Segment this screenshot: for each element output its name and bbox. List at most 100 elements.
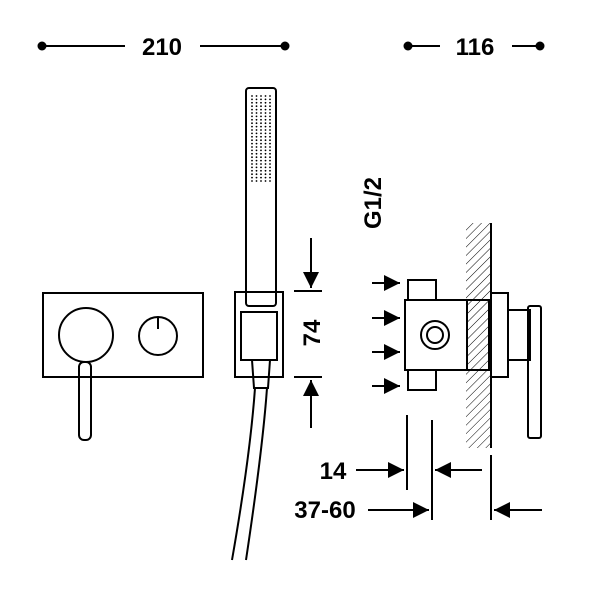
spray-nozzle-dot [269, 146, 271, 148]
spray-nozzle-dot [255, 169, 258, 172]
spray-nozzle-dot [269, 115, 271, 118]
spray-nozzle-dot [269, 142, 271, 145]
mixer-lever-knob [58, 307, 114, 363]
spray-nozzle-dot [255, 176, 258, 179]
spray-nozzle-dot [264, 176, 267, 179]
spray-nozzle-dot [264, 112, 267, 114]
spray-nozzle-dot [260, 122, 262, 125]
handshower-body [245, 87, 277, 307]
dimension-37-60: 37-60 [294, 455, 542, 524]
spray-nozzle-dot [260, 142, 262, 145]
handshower-holder-plate [234, 291, 284, 378]
spray-nozzle-dot [269, 149, 271, 152]
spray-nozzle-dot [264, 180, 267, 182]
spray-nozzle-dot [269, 125, 271, 128]
spray-nozzle-dot [264, 125, 267, 128]
spray-nozzle-dot [251, 135, 253, 138]
spray-nozzle-dot [260, 125, 262, 128]
shower-hose [231, 387, 268, 561]
spray-nozzle-dot [251, 180, 253, 182]
mixer-plate [42, 292, 204, 378]
spray-nozzle-dot [269, 180, 271, 182]
spray-nozzle-dot [269, 118, 271, 121]
spray-nozzle-dot [260, 176, 262, 179]
spray-nozzle-dot [255, 112, 258, 114]
spray-nozzle-dot [269, 176, 271, 179]
spray-nozzle-dot [251, 156, 253, 159]
valve-cartridge-outer [420, 320, 450, 350]
spray-nozzle-dot [251, 95, 253, 97]
spray-nozzle-dot [251, 176, 253, 179]
spray-nozzle-dot [251, 98, 253, 101]
spray-nozzle-dot [264, 146, 267, 148]
spray-nozzle-dot [260, 108, 262, 111]
dimension-74: 74 [294, 238, 326, 428]
diverter-knob [138, 316, 178, 356]
spray-nozzle-dot [255, 163, 258, 165]
spray-nozzle-dot [255, 152, 258, 155]
spray-nozzle-dot [255, 173, 258, 176]
wall-section [466, 223, 491, 448]
spray-nozzle-dot [264, 159, 267, 162]
dimension-label-210: 210 [142, 34, 182, 61]
spray-nozzle-dot [269, 132, 271, 135]
spray-nozzle-dot [260, 156, 262, 159]
spray-nozzle-dot [255, 125, 258, 128]
spray-nozzle-dot [260, 173, 262, 176]
spray-nozzle-dot [255, 118, 258, 121]
spray-nozzle-dot [260, 95, 262, 97]
spray-nozzle-dot [251, 146, 253, 148]
spray-nozzle-dot [251, 125, 253, 128]
spray-nozzle-dot [260, 98, 262, 101]
spray-nozzle-dot [251, 159, 253, 162]
spray-nozzle-dot [269, 105, 271, 108]
handshower-hose-connector [250, 359, 272, 389]
spray-nozzle-dot [251, 166, 253, 169]
side-plate [490, 292, 509, 378]
spray-nozzle-dot [264, 95, 267, 97]
spray-nozzle-dot [255, 122, 258, 125]
spray-nozzle-dot [269, 101, 271, 104]
spray-nozzle-dot [269, 129, 271, 131]
valve-body [404, 299, 468, 371]
spray-nozzle-dot [269, 156, 271, 159]
spray-nozzle-dot [255, 129, 258, 131]
spray-nozzle-dot [260, 101, 262, 104]
spray-nozzle-dot [251, 152, 253, 155]
spray-nozzle-dot [260, 169, 262, 172]
spray-nozzle-dot [260, 163, 262, 165]
dimension-label-37-60: 37-60 [294, 497, 355, 524]
valve-cartridge-inner [426, 326, 444, 344]
spray-nozzle-dot [251, 142, 253, 145]
spray-nozzle-dot [260, 159, 262, 162]
spray-nozzle-dot [260, 149, 262, 152]
spray-nozzle-dot [255, 180, 258, 182]
spray-nozzle-dot [269, 139, 271, 142]
spray-nozzle-dot [269, 112, 271, 114]
spray-nozzle-dot [260, 118, 262, 121]
spray-nozzle-dot [251, 139, 253, 142]
spray-nozzle-dot [264, 149, 267, 152]
spray-nozzle-dot [255, 101, 258, 104]
spray-nozzle-dot [255, 98, 258, 101]
dimension-label-74: 74 [299, 319, 326, 346]
spray-nozzle-dot [251, 108, 253, 111]
spray-nozzle-dot [260, 105, 262, 108]
spray-nozzle-dot [264, 98, 267, 101]
spray-nozzle-dot [251, 169, 253, 172]
spray-nozzle-dot [255, 156, 258, 159]
mixer-side-section: G1/2 [360, 177, 542, 448]
spray-nozzle-dot [255, 115, 258, 118]
spray-nozzle-dot [264, 118, 267, 121]
spray-nozzle-dot [264, 115, 267, 118]
spray-nozzle-dot [260, 132, 262, 135]
spray-nozzle-dot [260, 129, 262, 131]
spray-nozzle-dot [269, 163, 271, 165]
side-lever-handle [527, 305, 542, 439]
dimension-116: 116 [403, 34, 545, 61]
valve-bottom-block [407, 369, 437, 391]
spray-nozzle-dot [251, 163, 253, 165]
spray-nozzle-dot [264, 132, 267, 135]
spray-nozzle-dot [251, 101, 253, 104]
spray-nozzle-dot [251, 149, 253, 152]
